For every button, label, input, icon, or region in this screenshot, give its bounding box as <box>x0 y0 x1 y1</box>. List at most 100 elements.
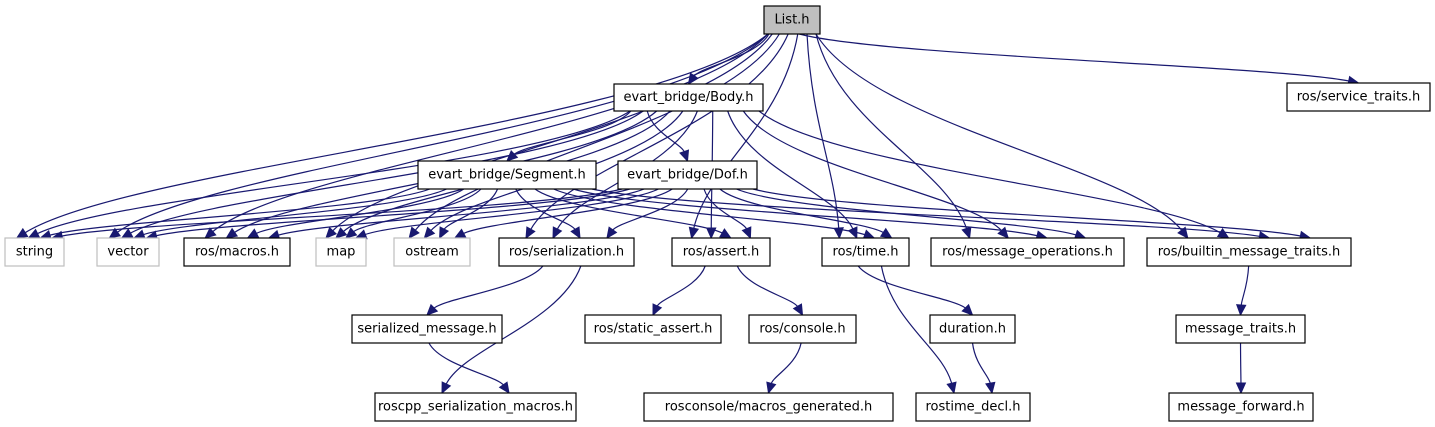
node-ros-serialization-h[interactable]: ros/serialization.h <box>498 237 635 267</box>
arrowhead-icon <box>525 226 536 240</box>
arrowhead-icon <box>652 303 663 317</box>
node-evart-bridge-segment-h[interactable]: evart_bridge/Segment.h <box>417 160 597 190</box>
node-rosconsole-macros-generated-h[interactable]: rosconsole/macros_generated.h <box>643 392 894 422</box>
arrowhead-icon <box>833 227 844 240</box>
edge-line <box>211 33 769 233</box>
arrowhead-icon <box>108 227 121 239</box>
arrowhead-icon <box>985 381 996 395</box>
edge-line <box>428 342 505 387</box>
arrowhead-icon <box>766 381 777 395</box>
node-label: ros/macros.h <box>195 245 279 260</box>
edge-line <box>513 110 632 156</box>
node-label: ros/time.h <box>833 245 899 260</box>
node-ostream[interactable]: ostream <box>393 237 471 267</box>
edge-line <box>815 33 1183 232</box>
node-ros-console-h[interactable]: ros/console.h <box>748 314 857 344</box>
node-ros-builtin-message-traits-h[interactable]: ros/builtin_message_traits.h <box>1146 237 1352 267</box>
node-ros-time-h[interactable]: ros/time.h <box>821 237 910 267</box>
edge-line <box>752 188 1302 237</box>
edge-list-to-vector <box>108 33 769 239</box>
arrowhead-icon <box>498 381 510 395</box>
edge-assert-to-console <box>736 265 804 317</box>
edge-line <box>48 188 431 237</box>
node-evart-bridge-body-h[interactable]: evart_bridge/Body.h <box>613 83 764 112</box>
node-evart-bridge-dof-h[interactable]: evart_bridge/Dof.h <box>617 160 758 190</box>
node-ros-service-traits-h[interactable]: ros/service_traits.h <box>1286 82 1431 112</box>
edge-list-to-macros <box>204 33 769 239</box>
node-serialized-message-h[interactable]: serialized_message.h <box>351 314 503 344</box>
node-duration-h[interactable]: duration.h <box>929 314 1016 344</box>
edge-builtin_message_traits-to-message_traits <box>1235 265 1250 317</box>
edge-line <box>255 188 465 235</box>
edge-line <box>703 188 748 230</box>
edge-time-to-rostime_decl <box>880 265 957 395</box>
edge-line <box>155 188 630 237</box>
node-list-h[interactable]: List.h <box>763 5 821 35</box>
edge-line <box>815 33 968 230</box>
edge-body-to-builtin_message_traits <box>758 110 1230 239</box>
node-label: ros/assert.h <box>683 245 760 260</box>
node-string[interactable]: string <box>4 237 65 267</box>
edge-line <box>736 265 799 308</box>
edge-line <box>116 33 769 234</box>
edge-line <box>591 188 1261 238</box>
node-label: duration.h <box>939 322 1006 337</box>
node-ros-assert-h[interactable]: ros/assert.h <box>671 237 771 267</box>
node-label: evart_bridge/Body.h <box>623 90 753 105</box>
node-rostime-decl-h[interactable]: rostime_decl.h <box>915 392 1031 422</box>
edge-line <box>719 188 885 234</box>
arrowhead-icon <box>552 226 563 240</box>
edge-serialization-to-serialized_message <box>426 265 544 316</box>
node-map[interactable]: map <box>315 237 367 267</box>
node-label: ros/static_assert.h <box>594 322 713 337</box>
edge-message_traits-to-message_forward <box>1235 342 1247 395</box>
node-label: evart_bridge/Segment.h <box>428 168 586 183</box>
edge-line <box>971 342 992 385</box>
edge-line <box>656 265 706 308</box>
edge-list-to-builtin_message_traits <box>815 33 1189 239</box>
arrowhead-icon <box>441 381 452 395</box>
node-label: ros/service_traits.h <box>1297 90 1421 105</box>
node-label: string <box>16 245 53 260</box>
edge-segment-to-time <box>553 188 876 240</box>
edge-assert-to-static_assert <box>652 265 706 317</box>
node-label: rosconsole/macros_generated.h <box>665 400 872 415</box>
edge-line <box>1240 265 1250 307</box>
edge-list-to-service_traits <box>799 33 1360 87</box>
arrowhead-icon <box>879 227 893 239</box>
edge-line <box>758 110 1222 234</box>
node-label: evart_bridge/Dof.h <box>627 168 748 183</box>
node-message-forward-h[interactable]: message_forward.h <box>1168 392 1314 422</box>
edge-list-to-string <box>15 33 769 239</box>
node-ros-macros-h[interactable]: ros/macros.h <box>183 237 291 267</box>
edge-line <box>36 110 631 235</box>
arrowhead-icon <box>688 226 700 240</box>
arrowhead-icon <box>453 228 467 239</box>
node-label: vector <box>107 245 149 260</box>
node-ros-static-assert-h[interactable]: ros/static_assert.h <box>584 314 722 344</box>
node-label: ros/console.h <box>759 322 845 337</box>
arrowhead-icon <box>719 228 732 239</box>
edge-line <box>553 188 866 236</box>
edge-line <box>611 188 689 232</box>
node-vector[interactable]: vector <box>96 237 160 267</box>
edge-dof-to-time <box>719 188 893 239</box>
arrowhead-icon <box>741 226 752 240</box>
edge-segment-to-map <box>345 188 482 239</box>
edge-serialized_message-to-roscpp_serialization_macros <box>428 342 510 395</box>
node-label: ros/message_operations.h <box>942 245 1113 260</box>
edge-line <box>364 188 659 236</box>
edge-dof-to-map <box>354 188 659 240</box>
arrowhead-icon <box>606 226 618 239</box>
edge-time-to-duration <box>857 265 974 316</box>
node-label: serialized_message.h <box>357 322 496 337</box>
edge-line <box>445 265 582 386</box>
edge-line <box>129 110 644 235</box>
node-roscpp-serialization-macros-h[interactable]: roscpp_serialization_macros.h <box>374 392 577 422</box>
arrowhead-icon <box>27 228 41 239</box>
node-ros-message-operations-h[interactable]: ros/message_operations.h <box>930 237 1125 267</box>
arrowhead-icon <box>679 149 690 163</box>
edge-line <box>142 188 447 236</box>
edge-serialization-to-roscpp_serialization_macros <box>441 265 582 395</box>
node-message-traits-h[interactable]: message_traits.h <box>1175 314 1306 344</box>
